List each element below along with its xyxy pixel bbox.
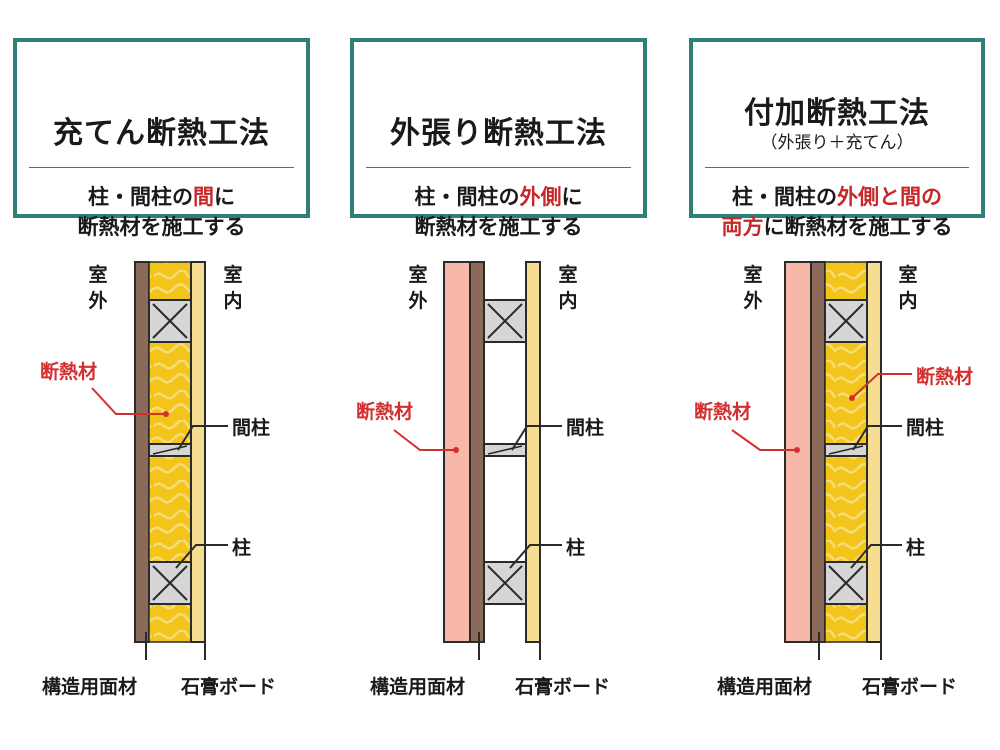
leader-insulation (393, 429, 456, 451)
leader-insulation (91, 387, 166, 415)
leader-insulation-fill (851, 373, 912, 399)
inside-label: 室内 (898, 264, 918, 312)
exterior-insulation-board (443, 261, 471, 643)
leader-post (509, 544, 562, 569)
stud-small (483, 443, 527, 457)
sheathing-label: 構造用面材 (42, 676, 138, 698)
panel-card-exterior-insulation: 外張り断熱工法 柱・間柱の外側に 断熱材を施工する (350, 38, 647, 239)
panel-subtitle: （外張り＋充てん） (760, 133, 914, 153)
post (148, 299, 192, 343)
leader-dot (794, 447, 800, 453)
inside-label: 室内 (223, 264, 243, 312)
panel-description: 柱・間柱の間に 断熱材を施工する (77, 185, 246, 239)
post (148, 561, 192, 605)
diagram-exterior-insulation (393, 261, 562, 660)
post (824, 299, 868, 343)
panel-card-additional-insulation: 付加断熱工法 （外張り＋充てん） 柱・間柱の外側と間の 両方に断熱材を施工する (689, 38, 985, 239)
insulation-label-fill: 断熱材 (916, 366, 974, 388)
panel-title: 充てん断熱工法 (53, 116, 270, 151)
diagram-fill-insulation (91, 261, 228, 660)
gypsum-label: 石膏ボード (515, 676, 611, 698)
divider (29, 167, 294, 168)
leader-dot (849, 395, 855, 401)
structural-sheathing (134, 261, 150, 643)
insulation-label: 断熱材 (40, 361, 98, 383)
outside-label: 室外 (88, 264, 108, 312)
structural-sheathing (469, 261, 485, 643)
divider (705, 167, 969, 168)
leader-dot (453, 447, 459, 453)
post (824, 561, 868, 605)
leader-stud-small (852, 425, 902, 451)
sheathing-label: 構造用面材 (717, 676, 813, 698)
gypsum-label: 石膏ボード (862, 676, 958, 698)
panel-title: 付加断熱工法 (744, 96, 930, 131)
post-label: 柱 (232, 537, 252, 559)
post (483, 299, 527, 343)
stud-small-label: 間柱 (232, 417, 271, 439)
post-label: 柱 (566, 537, 586, 559)
leader-post (850, 544, 902, 569)
divider (366, 167, 631, 168)
leader-stud-small (511, 425, 562, 451)
stud-small-label: 間柱 (906, 417, 945, 439)
diagram-additional-insulation (731, 261, 912, 660)
outside-label: 室外 (408, 264, 428, 312)
stud-small (824, 443, 868, 457)
panel-description: 柱・間柱の外側に 断熱材を施工する (414, 185, 583, 239)
gypsum-board (866, 261, 882, 643)
panel-description: 柱・間柱の外側と間の 両方に断熱材を施工する (721, 185, 953, 239)
insulation-label: 断熱材 (356, 401, 414, 423)
post-label: 柱 (906, 537, 926, 559)
gypsum-label: 石膏ボード (181, 676, 277, 698)
inside-label: 室内 (558, 264, 578, 312)
stud-small (148, 443, 192, 457)
outside-label: 室外 (743, 264, 763, 312)
gypsum-board (525, 261, 541, 643)
insulation-label-exterior: 断熱材 (694, 401, 752, 423)
leader-dot (163, 411, 169, 417)
leader-stud-small (177, 425, 228, 451)
panel-title: 外張り断熱工法 (390, 116, 607, 151)
sheathing-label: 構造用面材 (370, 676, 466, 698)
panel-card-fill-insulation: 充てん断熱工法 柱・間柱の間に 断熱材を施工する (13, 38, 310, 239)
leader-post (175, 544, 228, 569)
structural-sheathing (810, 261, 826, 643)
leader-insulation-exterior (731, 429, 797, 451)
post (483, 561, 527, 605)
stud-small-label: 間柱 (566, 417, 605, 439)
gypsum-board (190, 261, 206, 643)
